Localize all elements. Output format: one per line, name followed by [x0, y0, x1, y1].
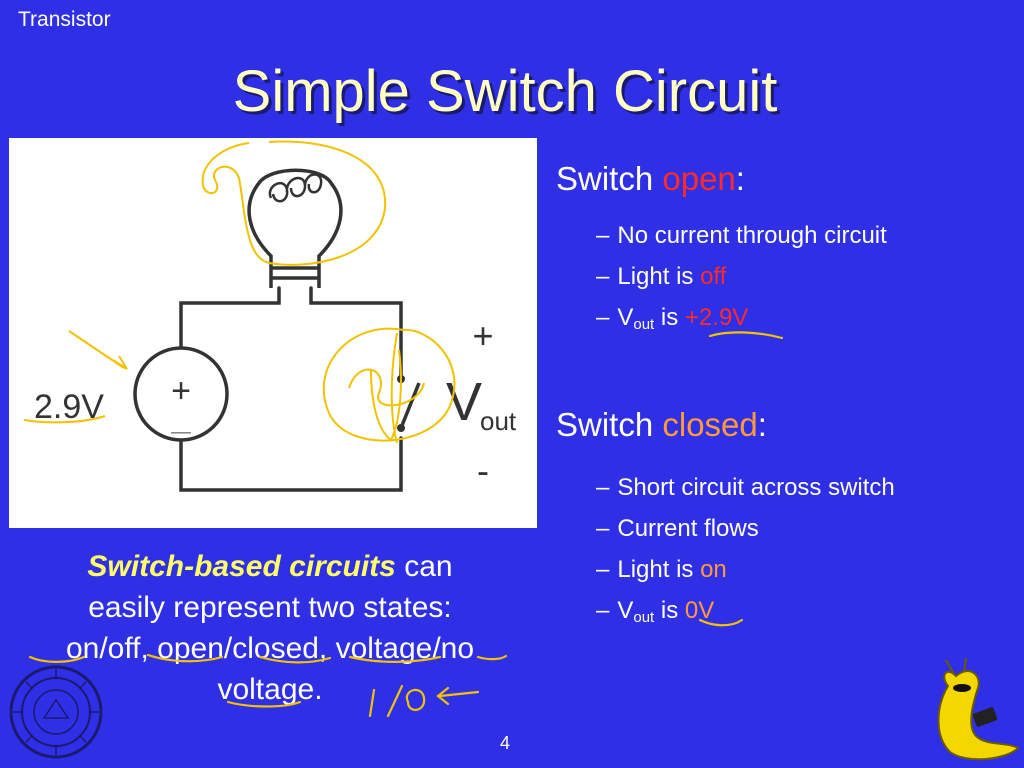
- closed-bullet-1-text: Short circuit across switch: [617, 474, 895, 501]
- switch-open-colon: :: [735, 160, 745, 197]
- ink-annotations-figure: [23, 140, 456, 444]
- source-voltage-label: 2.9V: [34, 388, 104, 426]
- page-number: 4: [500, 733, 511, 753]
- source-minus: —: [171, 421, 191, 443]
- switch-open-heading: Switch open:: [556, 160, 745, 198]
- vout-plus: +: [472, 315, 493, 356]
- open-bullet-2: –Light is off: [596, 263, 726, 291]
- open-bullet-3-v: V: [617, 304, 634, 331]
- closed-bullet-3-state: on: [700, 556, 727, 583]
- slide-topic: Transistor: [18, 8, 111, 31]
- open-bullet-3-value: +2.9V: [684, 304, 749, 331]
- switch-open-heading-pre: Switch: [556, 160, 663, 197]
- closed-bullet-4-sub: out: [633, 609, 655, 626]
- switch-closed-state: closed: [662, 406, 758, 443]
- closed-bullet-3: –Light is on: [596, 556, 727, 584]
- bullet-dash: –: [596, 263, 610, 290]
- wire-right: [309, 286, 403, 380]
- vout-sub: out: [480, 406, 517, 436]
- caption-line-4: voltage.: [217, 673, 323, 706]
- switch-open-state: open: [662, 160, 736, 197]
- circuit-drawing: + — 2.9V + - V out: [23, 140, 517, 492]
- switch-closed-heading-pre: Switch: [556, 406, 663, 443]
- closed-bullet-2: –Current flows: [596, 515, 759, 543]
- bullet-dash: –: [596, 222, 610, 249]
- bullet-dash: –: [596, 474, 610, 501]
- bullet-dash: –: [596, 515, 610, 542]
- closed-bullet-3-pre: Light is: [617, 556, 701, 583]
- closed-bullet-4-mid: is: [654, 597, 685, 624]
- closed-bullet-1: –Short circuit across switch: [596, 474, 895, 502]
- caption-emphasis: Switch-based circuits: [87, 550, 396, 583]
- circuit-diagram: + — 2.9V + - V out: [9, 138, 537, 528]
- open-bullet-3: –Vout is +2.9V: [596, 304, 748, 333]
- slide-title: Simple Switch Circuit: [232, 59, 778, 124]
- source-plus: +: [171, 372, 191, 410]
- voltage-source-icon: [133, 346, 229, 442]
- bulb-icon: [247, 168, 343, 288]
- university-seal-icon: [9, 665, 103, 759]
- open-bullet-3-sub: out: [633, 316, 655, 333]
- switch-closed-colon: :: [757, 406, 767, 443]
- closed-bullet-4-value: 0V: [684, 597, 715, 624]
- switch-closed-heading: Switch closed:: [556, 406, 767, 444]
- closed-bullet-4: –Vout is 0V: [596, 597, 714, 626]
- open-bullet-1: –No current through circuit: [596, 222, 887, 250]
- open-bullet-2-pre: Light is: [617, 263, 701, 290]
- wire-left: [179, 286, 281, 352]
- closed-bullet-2-text: Current flows: [617, 515, 759, 542]
- open-bullet-2-state: off: [700, 263, 727, 290]
- closed-bullet-4-v: V: [617, 597, 634, 624]
- bullet-dash: –: [596, 597, 610, 624]
- caption-line-1-rest: can: [395, 550, 453, 583]
- caption-line-2: easily represent two states:: [88, 591, 452, 624]
- bullet-dash: –: [596, 304, 610, 331]
- vout-minus: -: [477, 450, 489, 491]
- wire-left-bottom: [179, 436, 403, 492]
- caption-line-3: on/off, open/closed, voltage/no: [65, 632, 475, 665]
- open-bullet-1-text: No current through circuit: [617, 222, 887, 249]
- open-bullet-3-mid: is: [654, 304, 685, 331]
- bullet-dash: –: [596, 556, 610, 583]
- banana-slug-mascot-icon: [937, 657, 1020, 761]
- caption-line-1: Switch-based circuits can: [20, 546, 520, 587]
